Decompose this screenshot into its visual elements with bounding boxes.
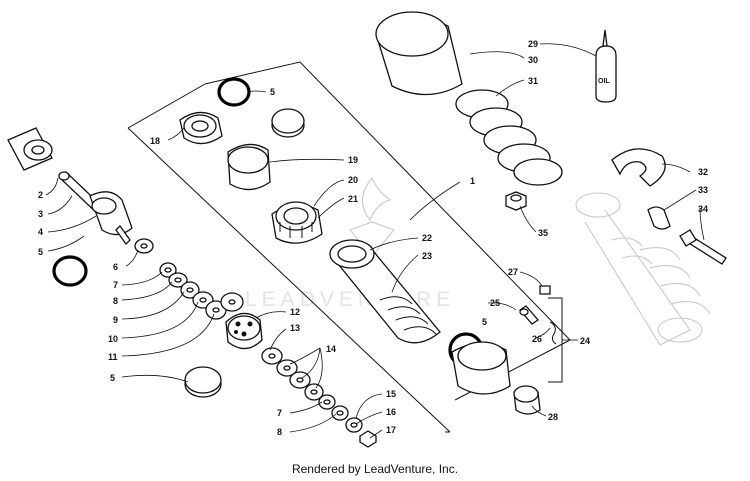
callout-12: 12	[290, 307, 300, 317]
callout-1: 1	[470, 176, 475, 186]
callout-20: 20	[348, 175, 358, 185]
part-32-clip	[611, 148, 666, 187]
part-35-nut	[505, 191, 527, 211]
callout-22: 22	[422, 233, 432, 243]
callout-9: 9	[113, 315, 118, 325]
callout-31: 31	[528, 76, 538, 86]
part-18-seal-head	[179, 111, 223, 145]
callout-23: 23	[422, 251, 432, 261]
callout-34: 34	[698, 204, 708, 214]
leader-lines	[45, 43, 705, 439]
callout-8-lower: 8	[277, 427, 282, 437]
callout-19: 19	[348, 155, 358, 165]
callout-35: 35	[538, 228, 548, 238]
part-34-bolt	[679, 229, 727, 265]
part-30-boot	[375, 11, 463, 96]
part-2-bushing	[7, 127, 53, 171]
part-5-oring-top	[217, 77, 251, 107]
part-5-ring-lower	[184, 366, 222, 398]
callout-5-top: 5	[270, 87, 275, 97]
callout-labels: 1 2 3 4 5 5 5 5 6 7 7 8 8 9 10 11 12 13 …	[38, 39, 708, 437]
callout-4: 4	[38, 227, 43, 237]
callout-7-upper: 7	[113, 280, 118, 290]
part-22-23-body-tube	[329, 239, 441, 344]
callout-25: 25	[490, 298, 500, 308]
watermark-text: LEADVENTURE	[245, 288, 455, 311]
part-4-body	[89, 191, 133, 246]
callout-6: 6	[113, 262, 118, 272]
callout-8-upper: 8	[113, 296, 118, 306]
part-12-piston	[225, 312, 263, 350]
part-31-spring	[455, 89, 563, 186]
callout-14: 14	[326, 344, 336, 354]
oil-label: OIL	[598, 78, 610, 85]
part-29-oil-bottle: OIL	[595, 29, 617, 103]
callout-7-lower: 7	[277, 408, 282, 418]
part-24-reservoir-cap	[451, 341, 511, 395]
callout-13: 13	[290, 323, 300, 333]
part-27-plug	[539, 285, 551, 295]
callout-15: 15	[386, 389, 396, 399]
callout-29: 29	[528, 39, 538, 49]
part-20-21-nut	[271, 201, 323, 244]
callout-30: 30	[528, 55, 538, 65]
callout-27: 27	[508, 267, 518, 277]
callout-17: 17	[386, 425, 396, 435]
callout-5-right: 5	[482, 317, 487, 327]
callout-33: 33	[698, 185, 708, 195]
callout-3: 3	[38, 209, 43, 219]
installed-shock-ghost	[575, 192, 711, 346]
part-26-clip	[549, 321, 557, 345]
callout-10: 10	[108, 334, 118, 344]
footer-credit: Rendered by LeadVenture, Inc.	[291, 462, 459, 476]
part-25-valve	[519, 305, 539, 325]
callout-5-lower: 5	[110, 373, 115, 383]
callout-26: 26	[532, 334, 542, 344]
part-19-bushing	[227, 143, 271, 191]
part-33-spacer	[647, 206, 671, 230]
callout-18: 18	[150, 136, 160, 146]
group-24-bracket	[548, 297, 563, 383]
callout-32: 32	[698, 167, 708, 177]
part-5-oring-left	[52, 255, 88, 287]
callout-28: 28	[548, 412, 558, 422]
callout-16: 16	[386, 407, 396, 417]
callout-2: 2	[38, 190, 43, 200]
callout-21: 21	[348, 194, 358, 204]
assembly-outline	[127, 61, 571, 433]
washer-stack-upper	[134, 238, 244, 320]
part-5-ring-top	[271, 108, 305, 138]
callout-11: 11	[108, 352, 118, 362]
callout-5-left: 5	[38, 247, 43, 257]
callout-24: 24	[580, 336, 590, 346]
part-28-bushing	[513, 385, 541, 415]
